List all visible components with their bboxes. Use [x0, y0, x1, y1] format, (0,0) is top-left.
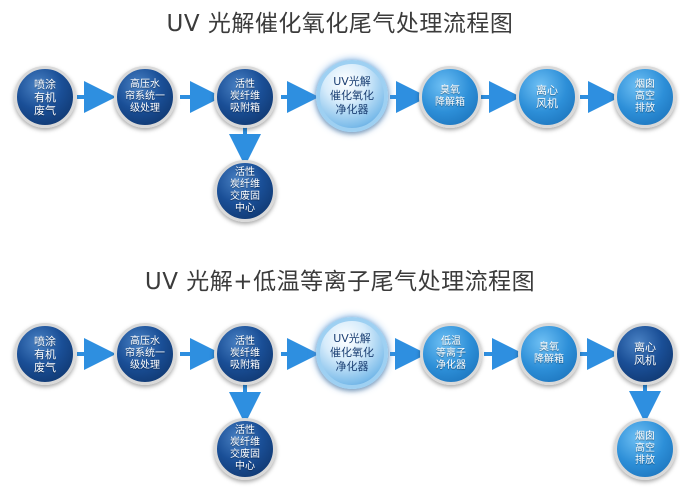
node-d2-carbon-fiber-center: 活性 炭纤维 交废固 中心	[214, 418, 276, 480]
node-d2-uv-catalytic-oxidizer: UV光解 催化氧化 净化器	[316, 317, 388, 389]
node-d2-spray-waste-gas: 喷涂 有机 废气	[14, 323, 76, 385]
node-d1-ozone-box: 臭氧 降解箱	[419, 66, 481, 128]
node-d2-water-curtain: 高压水 帘系统一 级处理	[114, 323, 176, 385]
node-d1-carbon-fiber-box: 活性 炭纤维 吸附箱	[214, 66, 276, 128]
node-d1-uv-catalytic-oxidizer: UV光解 催化氧化 净化器	[316, 60, 388, 132]
node-d1-carbon-fiber-center: 活性 炭纤维 交废固 中心	[214, 160, 276, 222]
diagram-2-title: UV 光解+低温等离子尾气处理流程图	[144, 269, 536, 295]
diagram-1-title: UV 光解催化氧化尾气处理流程图	[166, 11, 514, 37]
node-d1-chimney: 烟囱 高空 排放	[614, 66, 676, 128]
node-d1-spray-waste-gas: 喷涂 有机 废气	[14, 66, 76, 128]
node-d2-chimney: 烟囱 高空 排放	[614, 418, 676, 480]
node-d2-ozone-box: 臭氧 降解箱	[518, 323, 580, 385]
node-d1-centrifugal-fan: 离心 风机	[516, 66, 578, 128]
node-d1-water-curtain: 高压水 帘系统一 级处理	[114, 66, 176, 128]
node-d2-carbon-fiber-box: 活性 炭纤维 吸附箱	[214, 323, 276, 385]
node-d2-plasma-purifier: 低温 等离子 净化器	[420, 323, 482, 385]
node-d2-centrifugal-fan: 离心 风机	[614, 323, 676, 385]
